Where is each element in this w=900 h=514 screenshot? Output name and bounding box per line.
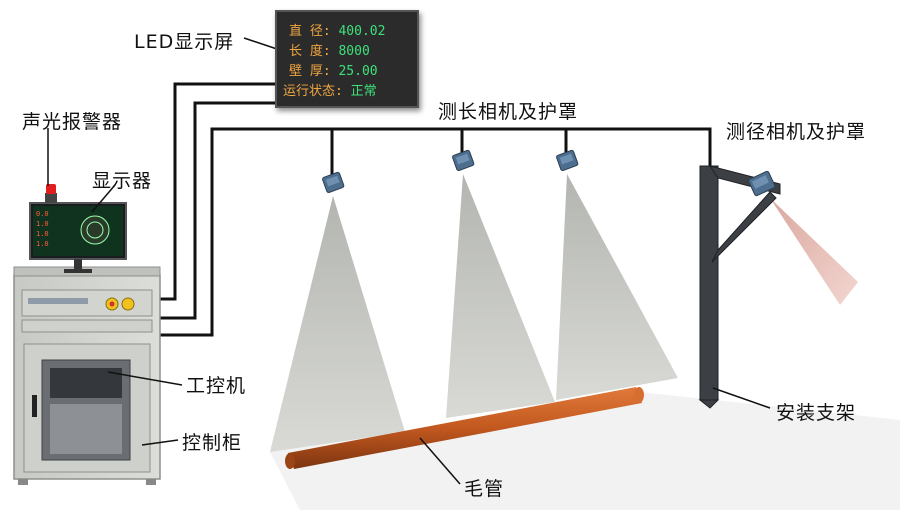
- camera-view-cones: [270, 174, 858, 452]
- monitor-value: 1.0: [36, 220, 49, 228]
- monitor: [29, 202, 127, 273]
- control-cabinet: [13, 266, 161, 485]
- mounting-bracket: [698, 165, 781, 409]
- label-bracket: 安装支架: [776, 402, 857, 424]
- leader-lines: [47, 37, 771, 485]
- led-row-length: 长 度: 8000: [289, 40, 370, 59]
- led-value: 8000: [338, 44, 370, 59]
- label-alarm: 声光报警器: [22, 111, 123, 133]
- led-display-screen: 直 径: 400.02 长 度: 8000 壁 厚: 25.00 运行状态: 正…: [275, 10, 419, 108]
- led-value: 25.00: [338, 64, 378, 79]
- label-diameter-camera: 测径相机及护罩: [726, 121, 867, 143]
- led-row-wall-thickness: 壁 厚: 25.00: [289, 60, 378, 79]
- led-row-status: 运行状态: 正常: [283, 80, 377, 99]
- floor-shadow: [270, 392, 900, 510]
- signal-cables: [155, 82, 712, 337]
- cone-1: [270, 196, 405, 452]
- laser-cone: [770, 198, 858, 305]
- monitor-value: 0.0: [36, 210, 49, 218]
- led-key: 长 度:: [289, 44, 331, 59]
- length-camera-2: [452, 149, 475, 171]
- monitor-value: 1.0: [36, 240, 49, 248]
- label-monitor: 显示器: [92, 170, 153, 192]
- cone-3: [556, 174, 678, 400]
- led-key: 壁 厚:: [289, 64, 331, 79]
- tube: [285, 387, 644, 469]
- led-key: 直 径:: [289, 24, 331, 39]
- length-camera-3: [556, 149, 579, 171]
- alarm-beacon: [45, 184, 57, 203]
- diameter-camera: [748, 170, 776, 197]
- label-tube: 毛管: [464, 478, 505, 500]
- label-length-cameras: 测长相机及护罩: [438, 101, 579, 123]
- label-led-display: LED显示屏: [134, 31, 235, 53]
- monitor-readouts: 0.0 1.0 1.0 1.0: [36, 209, 49, 249]
- monitor-value: 1.0: [36, 230, 49, 238]
- length-camera-1: [322, 171, 345, 193]
- led-value: 400.02: [338, 24, 386, 39]
- led-value: 正常: [350, 84, 377, 99]
- label-cabinet: 控制柜: [182, 432, 243, 454]
- label-ipc: 工控机: [186, 375, 247, 397]
- cone-2: [446, 174, 555, 418]
- led-key: 运行状态:: [283, 84, 343, 99]
- led-row-diameter: 直 径: 400.02: [289, 20, 385, 39]
